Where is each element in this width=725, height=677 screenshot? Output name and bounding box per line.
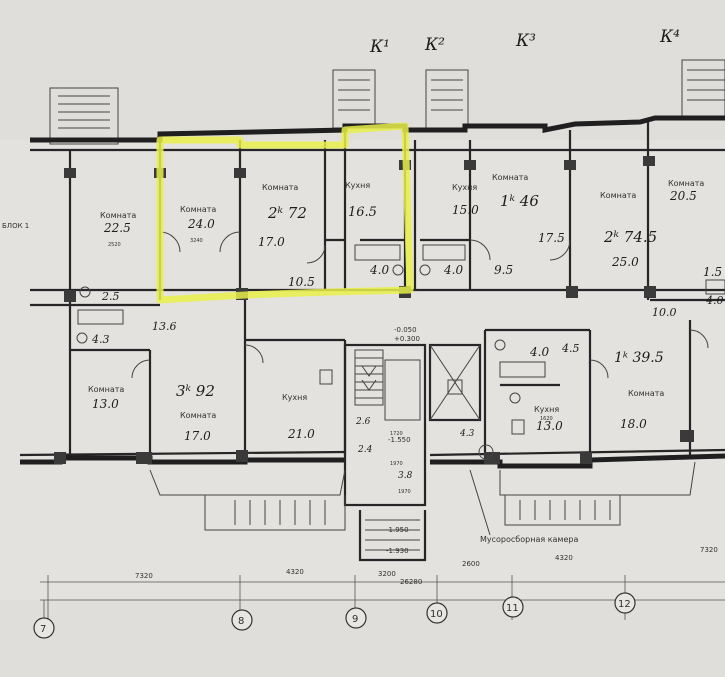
area-label: 1.5 <box>703 265 722 279</box>
axis-label: 10 <box>430 609 443 620</box>
size-note: 1620 <box>540 416 553 422</box>
stair-core <box>343 343 494 562</box>
dimension: 7320 <box>700 546 718 554</box>
area-label: 13.6 <box>152 320 177 333</box>
area-label: 24.0 <box>187 217 215 231</box>
area-label: 2.5 <box>101 290 120 303</box>
area-label: 17.0 <box>184 429 211 443</box>
level-mark: +0.300 <box>394 335 420 343</box>
garbage-chamber-label: Мусоросборная камера <box>480 535 578 544</box>
bottom-loggias <box>149 461 696 531</box>
area-label: 10.0 <box>652 306 677 319</box>
area-label: 3.8 <box>398 471 413 481</box>
size-note: 1970 <box>398 489 411 495</box>
room-name-labels: Комната Комната Комната Кухня Кухня Комн… <box>88 173 704 420</box>
small-text: БЛОК 1 2520 3240 1720 1970 1970 1620 <box>2 222 553 495</box>
room-name: Комната <box>100 211 136 220</box>
apartment-title: 2ᵏ 74.5 <box>603 228 657 246</box>
axis-label: 9 <box>352 614 358 625</box>
area-label: 4.0 <box>529 345 549 359</box>
dimension: 4320 <box>286 568 304 576</box>
area-labels: 22.5 24.0 2ᵏ 72 17.0 16.5 10.5 4.0 2.5 4… <box>91 189 724 481</box>
area-label: 25.0 <box>611 255 639 269</box>
area-label: 18.0 <box>620 417 647 431</box>
area-label: 4.0 <box>443 263 463 277</box>
axis-markers: 7 8 9 10 11 12 <box>33 592 636 639</box>
area-label: 13.0 <box>92 397 119 411</box>
room-name: Комната <box>600 191 636 200</box>
dimension: 26280 <box>400 578 422 586</box>
room-name: Комната <box>88 385 124 394</box>
area-label: 13.0 <box>536 419 563 433</box>
area-label: 15.0 <box>452 203 479 217</box>
area-label: 10.5 <box>288 275 315 289</box>
level-marks: -0.050 +0.300 -1.550 -1.950 -1.930 <box>386 326 420 555</box>
level-mark: -1.550 <box>388 436 411 444</box>
room-name: Комната <box>628 389 664 398</box>
section-marks: К¹ К² К³ К⁴ <box>369 27 680 57</box>
area-label: 4.0 <box>705 294 724 307</box>
level-mark: -1.950 <box>386 526 409 534</box>
section-mark-k3: К³ <box>515 31 536 51</box>
dimension: 3200 <box>378 570 396 578</box>
room-name: Кухня <box>534 405 559 414</box>
room-name: Кухня <box>452 183 477 192</box>
apartment-title: 1ᵏ 39.5 <box>614 350 664 366</box>
dimension-lines: 7320 4320 3200 2600 4320 7320 26280 <box>40 546 725 620</box>
dimension: 2600 <box>462 560 480 568</box>
section-mark-k1: К¹ <box>369 37 390 57</box>
section-mark-k2: К² <box>424 35 445 55</box>
area-label: 2.4 <box>357 445 373 455</box>
level-mark: -0.050 <box>394 326 417 334</box>
area-label: 17.0 <box>258 235 285 249</box>
room-name: Комната <box>492 173 528 182</box>
axis-label: 7 <box>40 624 46 635</box>
level-mark: -1.930 <box>386 547 409 555</box>
area-label: 9.5 <box>494 263 513 277</box>
axis-label: 8 <box>238 616 244 627</box>
room-name: Комната <box>180 205 216 214</box>
section-mark-k4: К⁴ <box>659 27 680 47</box>
size-note: 3240 <box>190 238 203 244</box>
area-label: 16.5 <box>348 205 377 220</box>
axis-label: 12 <box>618 599 631 610</box>
area-label: 4.3 <box>91 333 110 346</box>
room-name: Кухня <box>345 181 370 190</box>
size-note: 1720 <box>390 431 403 437</box>
apartment-title: 2ᵏ 72 <box>267 204 307 222</box>
highlighted-apartment-outline <box>156 122 414 304</box>
area-label: 2.6 <box>355 417 371 427</box>
area-label: 20.5 <box>669 189 697 203</box>
area-label: 17.5 <box>538 231 565 245</box>
dimension: 4320 <box>555 554 573 562</box>
room-name: Комната <box>262 183 298 192</box>
apartment-title: 3ᵏ 92 <box>176 382 215 400</box>
room-name: Комната <box>668 179 704 188</box>
room-name: Кухня <box>282 393 307 402</box>
dimension: 7320 <box>135 572 153 580</box>
area-label: 21.0 <box>287 427 315 441</box>
area-label: 4.3 <box>459 429 475 439</box>
bath-fixtures <box>76 244 725 435</box>
size-note: 2520 <box>108 242 121 248</box>
block-label: БЛОК 1 <box>2 222 29 230</box>
size-note: 1970 <box>390 461 403 467</box>
area-label: 22.5 <box>103 221 131 235</box>
area-label: 4.5 <box>561 342 580 355</box>
area-label: 4.0 <box>369 263 389 277</box>
room-name: Комната <box>180 411 216 420</box>
apartment-title: 1ᵏ 46 <box>500 192 539 210</box>
axis-label: 11 <box>506 603 519 614</box>
